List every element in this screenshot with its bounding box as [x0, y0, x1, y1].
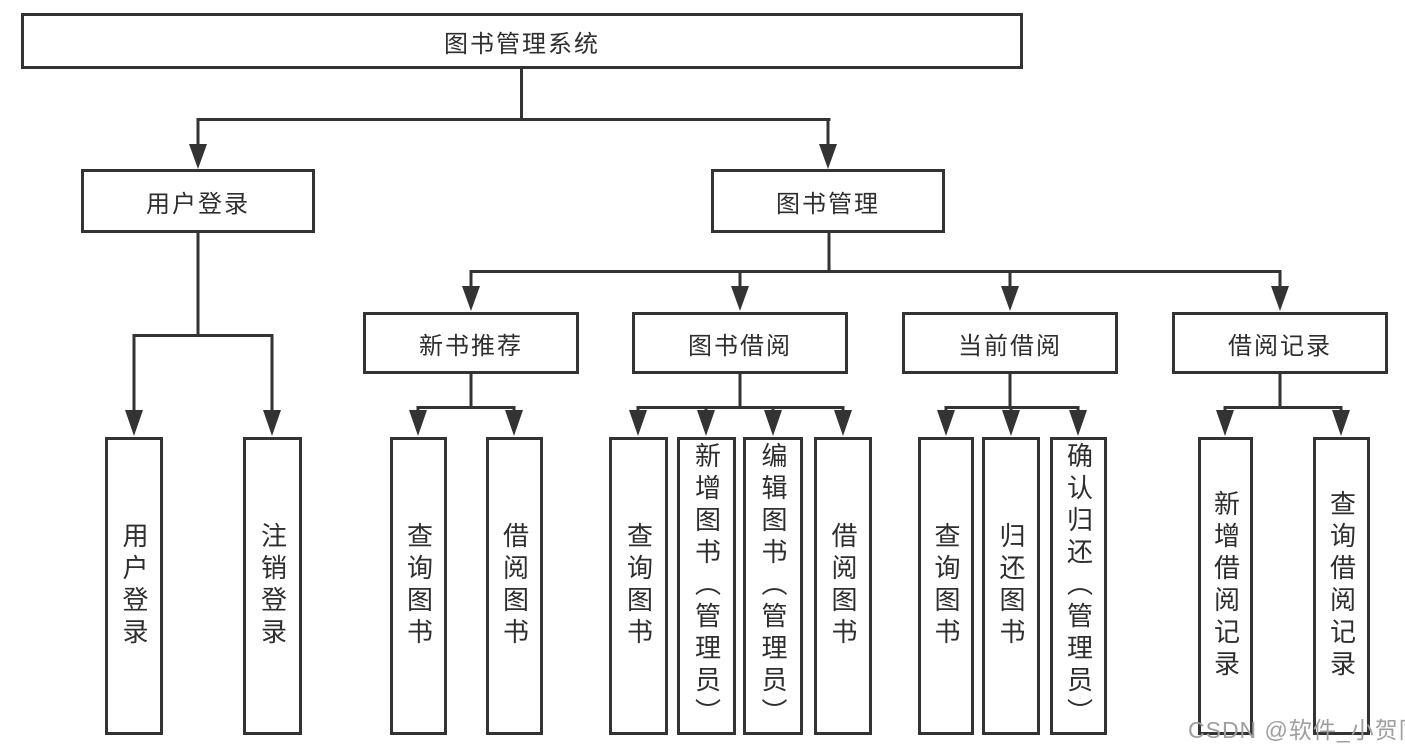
node-book-management-label: 图书管理: [776, 190, 880, 218]
node-user-login-label: 用户登录: [146, 190, 250, 218]
leaf-borrow-books-2: 借阅图书: [814, 437, 872, 735]
node-borrow-records-label: 借阅记录: [1228, 332, 1332, 360]
leaf-borrow-books-1-label: 借阅图书: [499, 522, 530, 650]
arrowheads: [125, 144, 1350, 436]
leaf-add-borrow-record: 新增借阅记录: [1198, 437, 1253, 735]
node-root-system: 图书管理系统: [21, 13, 1023, 69]
node-new-book-recommend-label: 新书推荐: [419, 332, 523, 360]
node-book-management: 图书管理: [711, 169, 945, 233]
node-new-book-recommend: 新书推荐: [363, 312, 579, 374]
node-root-label: 图书管理系统: [444, 30, 600, 58]
leaf-logout: 注销登录: [243, 437, 302, 735]
leaf-return-books: 归还图书: [982, 437, 1040, 735]
leaf-query-books-2-label: 查询图书: [623, 522, 654, 650]
leaf-confirm-return-admin-label: 确认归还（管理员）: [1063, 442, 1094, 730]
node-book-borrow-label: 图书借阅: [688, 332, 792, 360]
leaf-user-login: 用户登录: [105, 437, 163, 735]
leaf-edit-books-admin: 编辑图书（管理员）: [743, 437, 803, 735]
leaf-add-books-admin-label: 新增图书（管理员）: [691, 442, 722, 730]
leaf-add-books-admin: 新增图书（管理员）: [677, 437, 736, 735]
node-current-borrow: 当前借阅: [902, 312, 1118, 374]
leaf-query-books-3: 查询图书: [918, 437, 974, 735]
leaf-query-books-3-label: 查询图书: [931, 522, 961, 650]
leaf-edit-books-admin-label: 编辑图书（管理员）: [758, 442, 788, 730]
leaf-logout-label: 注销登录: [257, 522, 288, 650]
node-book-borrow: 图书借阅: [632, 312, 848, 374]
leaf-query-borrow-record-label: 查询借阅记录: [1326, 490, 1357, 682]
leaf-confirm-return-admin: 确认归还（管理员）: [1050, 437, 1107, 735]
leaf-query-books-1-label: 查询图书: [403, 522, 434, 650]
leaf-add-borrow-record-label: 新增借阅记录: [1210, 490, 1241, 682]
node-user-login: 用户登录: [81, 169, 315, 233]
csdn-watermark: CSDN @软件_小贺同学: [1188, 717, 1405, 743]
leaf-user-login-label: 用户登录: [119, 522, 149, 650]
leaf-borrow-books-2-label: 借阅图书: [828, 522, 858, 650]
leaf-borrow-books-1: 借阅图书: [486, 437, 543, 735]
leaf-query-books-1: 查询图书: [390, 437, 447, 735]
node-current-borrow-label: 当前借阅: [958, 332, 1062, 360]
leaf-return-books-label: 归还图书: [996, 522, 1026, 650]
leaf-query-books-2: 查询图书: [609, 437, 668, 735]
node-borrow-records: 借阅记录: [1172, 312, 1388, 374]
leaf-query-borrow-record: 查询借阅记录: [1313, 437, 1370, 735]
